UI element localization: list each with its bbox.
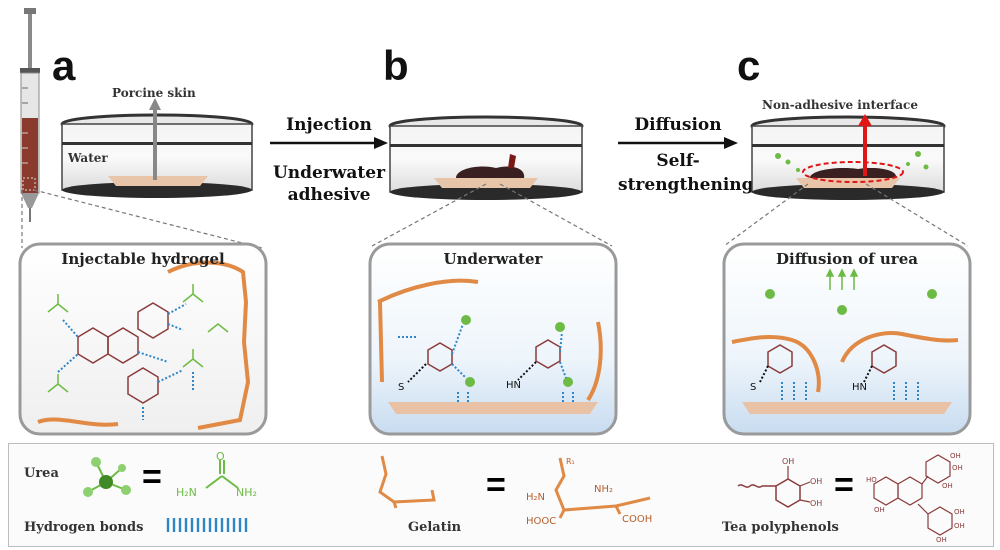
svg-text:OH: OH bbox=[810, 499, 822, 508]
tea-polyphenol-structure-icon: HO OH OH OH OH OH OH OH bbox=[866, 452, 965, 542]
porcine-skin-arrow bbox=[149, 98, 161, 180]
svg-text:NH₂: NH₂ bbox=[594, 484, 613, 495]
legend-equals-gelatin: = bbox=[486, 466, 506, 504]
arrow-ab-line2: Underwater bbox=[272, 163, 386, 183]
callout-title-underwater: Underwater bbox=[443, 250, 543, 268]
svg-text:OH: OH bbox=[936, 536, 947, 542]
callout-injectable-hydrogel bbox=[18, 242, 268, 436]
svg-text:S: S bbox=[750, 382, 756, 393]
porcine-skin-label: Porcine skin bbox=[112, 86, 196, 100]
svg-text:OH: OH bbox=[782, 457, 794, 466]
svg-text:R₁: R₁ bbox=[566, 457, 575, 466]
svg-text:HO: HO bbox=[866, 476, 877, 484]
arrow-injection bbox=[270, 137, 388, 149]
callout-diffusion-of-urea: S HN bbox=[722, 242, 972, 436]
non-adhesive-label: Non-adhesive interface bbox=[762, 98, 918, 112]
arrow-diffusion bbox=[618, 137, 738, 149]
panel-letter-a: a bbox=[52, 42, 76, 89]
syringe-icon bbox=[20, 8, 40, 222]
callout-title-injectable-hydrogel: Injectable hydrogel bbox=[61, 250, 225, 268]
legend-equals-polyphenols: = bbox=[834, 466, 854, 504]
svg-text:OH: OH bbox=[810, 477, 822, 486]
legend-equals-urea: = bbox=[142, 458, 162, 496]
red-arrow-up bbox=[858, 114, 872, 176]
svg-text:HN: HN bbox=[852, 382, 867, 393]
arrow-ab-line3: adhesive bbox=[287, 185, 371, 205]
callout-title-diffusion-of-urea: Diffusion of urea bbox=[776, 250, 918, 268]
panel-letter-c: c bbox=[737, 42, 761, 89]
svg-text:HOOC: HOOC bbox=[526, 516, 556, 527]
svg-text:OH: OH bbox=[954, 508, 965, 516]
petri-dish-b bbox=[388, 115, 584, 200]
legend-urea-label: Urea bbox=[24, 466, 59, 481]
gelatin-structure-icon: R₁ H₂N NH₂ HOOC COOH bbox=[526, 457, 652, 527]
legend-gelatin-label: Gelatin bbox=[408, 520, 462, 535]
petri-dish-c bbox=[750, 115, 946, 200]
arrow-bc-line2: Self- bbox=[656, 151, 700, 171]
svg-text:OH: OH bbox=[942, 482, 953, 490]
legend-hydrogen-bonds-label: Hydrogen bonds bbox=[24, 520, 144, 535]
svg-text:O: O bbox=[216, 452, 225, 463]
svg-text:OH: OH bbox=[954, 522, 965, 530]
legend-tea-polyphenols-label: Tea polyphenols bbox=[722, 520, 839, 535]
svg-text:HN: HN bbox=[506, 380, 521, 391]
arrow-bc-line3: strengthening bbox=[618, 175, 754, 195]
gelatin-chain-icon bbox=[378, 455, 436, 509]
svg-text:H₂N: H₂N bbox=[526, 492, 545, 503]
urea-structure-icon: O H₂N NH₂ bbox=[176, 452, 257, 499]
callout-underwater: S HN bbox=[368, 242, 618, 436]
svg-text:OH: OH bbox=[952, 464, 963, 472]
svg-text:OH: OH bbox=[874, 506, 885, 514]
svg-text:COOH: COOH bbox=[622, 514, 652, 525]
arrow-bc-line1: Diffusion bbox=[634, 115, 722, 135]
arrow-ab-line1: Injection bbox=[286, 115, 372, 135]
svg-text:H₂N: H₂N bbox=[176, 486, 197, 499]
polyphenol-icon: OH OH OH bbox=[737, 457, 822, 508]
svg-text:NH₂: NH₂ bbox=[236, 486, 257, 499]
svg-text:S: S bbox=[398, 382, 404, 393]
panel-letter-b: b bbox=[383, 42, 409, 89]
urea-molecule-icon bbox=[83, 457, 131, 497]
hydrogen-bonds-icon bbox=[166, 518, 248, 532]
water-label: Water bbox=[68, 151, 108, 165]
callout-connectors bbox=[21, 183, 969, 249]
svg-text:OH: OH bbox=[950, 452, 961, 460]
legend bbox=[8, 443, 994, 547]
